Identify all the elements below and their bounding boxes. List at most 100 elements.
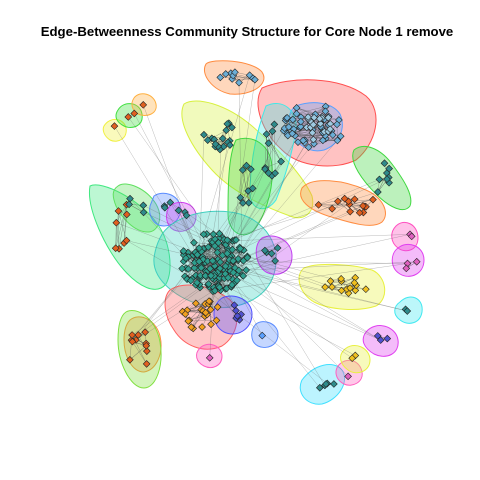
- graph-edge: [271, 131, 273, 176]
- graph-edge: [118, 211, 120, 249]
- graph-node: [142, 341, 151, 350]
- graph-node: [235, 266, 243, 275]
- graph-node: [236, 244, 245, 253]
- graph-node: [362, 285, 370, 294]
- graph-node: [208, 256, 217, 265]
- graph-node: [216, 258, 225, 266]
- graph-node: [340, 194, 349, 203]
- graph-node: [226, 141, 234, 149]
- graph-node: [213, 248, 222, 257]
- graph-node: [328, 204, 336, 213]
- graph-node: [182, 211, 191, 220]
- graph-node: [309, 135, 318, 144]
- graph-node: [198, 323, 206, 331]
- graph-edge: [240, 169, 243, 198]
- graph-node: [264, 139, 273, 148]
- graph-edge: [116, 204, 127, 223]
- graph-node: [139, 208, 148, 217]
- graph-edge: [188, 303, 206, 322]
- graph-node: [304, 143, 313, 152]
- graph-node: [314, 201, 323, 209]
- graph-node: [262, 130, 271, 138]
- graph-nodes: [110, 68, 421, 392]
- graph-node: [258, 331, 267, 340]
- graph-node: [203, 257, 212, 265]
- graph-edge: [331, 282, 355, 288]
- graph-node: [160, 203, 169, 212]
- graph-node: [166, 198, 175, 207]
- graph-edge: [118, 204, 127, 249]
- graph-edge: [318, 198, 345, 206]
- graph-node: [197, 264, 206, 272]
- graph-node: [348, 354, 356, 363]
- graph-node: [232, 236, 240, 244]
- graph-edge: [188, 320, 217, 322]
- graph-node: [292, 109, 301, 118]
- graph-edge: [116, 222, 120, 249]
- graph-node: [264, 169, 273, 177]
- graph-node: [351, 273, 360, 282]
- plot-title: Edge-Betweenness Community Structure for…: [40, 24, 454, 39]
- graph-node: [403, 307, 412, 315]
- graph-edge: [330, 280, 366, 290]
- graph-node: [337, 286, 346, 295]
- graph-node: [212, 316, 221, 325]
- graph-node: [350, 279, 359, 287]
- graph-node: [134, 331, 143, 339]
- graph-node: [211, 286, 219, 295]
- graph-edge: [246, 165, 249, 191]
- graph-node: [124, 113, 133, 121]
- graph-edge: [132, 341, 147, 365]
- graph-edge: [198, 134, 205, 262]
- graph-node: [251, 75, 259, 84]
- graph-node: [337, 275, 345, 283]
- graph-edge: [231, 199, 355, 287]
- graph-edge: [292, 133, 326, 136]
- graph-edge: [115, 204, 127, 249]
- graph-node: [375, 175, 384, 184]
- graph-node: [216, 73, 225, 82]
- graph-edge: [238, 82, 243, 276]
- graph-node: [288, 129, 297, 138]
- graph-edge: [123, 204, 127, 244]
- graph-node: [223, 236, 232, 244]
- graph-node: [112, 218, 121, 227]
- graph-node: [373, 332, 382, 340]
- graph-node: [231, 68, 239, 77]
- graph-node: [333, 120, 341, 129]
- graph-node: [351, 286, 360, 295]
- graph-edge: [118, 210, 127, 241]
- graph-node: [277, 157, 285, 166]
- graph-node: [346, 284, 354, 292]
- graph-node: [326, 120, 335, 128]
- graph-node: [316, 119, 325, 128]
- graph-node: [218, 134, 227, 143]
- graph-edge: [206, 233, 381, 341]
- graph-node: [407, 232, 416, 241]
- graph-node: [308, 128, 317, 137]
- graph-edge: [239, 249, 244, 276]
- graph-node: [302, 123, 311, 132]
- graph-node: [326, 277, 335, 285]
- graph-node: [346, 207, 354, 216]
- graph-node: [239, 272, 248, 280]
- graph-edge: [129, 345, 147, 360]
- graph-node: [123, 210, 131, 219]
- graph-node: [261, 246, 269, 255]
- graph-edge: [116, 222, 199, 254]
- graph-node: [190, 238, 198, 247]
- community-hull: [88, 184, 171, 290]
- graph-edge: [296, 106, 326, 114]
- graph-edge: [143, 212, 214, 244]
- community-hull: [391, 222, 419, 252]
- graph-node: [201, 271, 210, 280]
- graph-node: [233, 276, 241, 285]
- graph-node: [182, 254, 190, 263]
- graph-edge: [114, 125, 207, 277]
- community-hull: [166, 201, 197, 232]
- graph-node: [288, 115, 297, 124]
- graph-node: [215, 229, 224, 238]
- graph-node: [204, 280, 213, 288]
- graph-edge: [348, 199, 373, 202]
- graph-node: [128, 331, 136, 339]
